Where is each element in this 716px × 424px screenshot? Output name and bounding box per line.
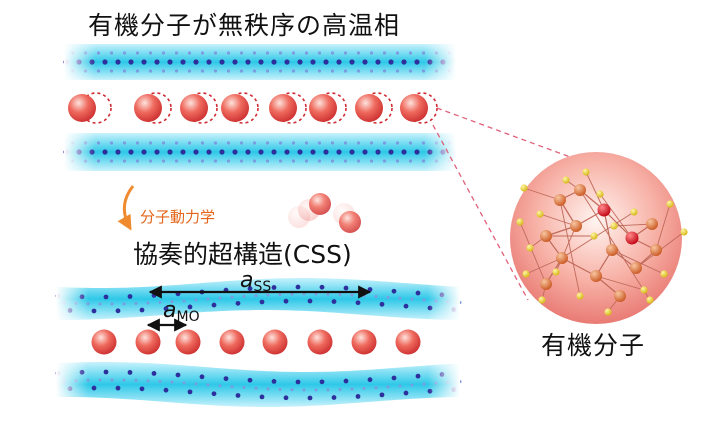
molecule-sphere	[134, 94, 162, 122]
molecule-sphere	[395, 329, 421, 355]
title-disordered-phase: 有機分子が無秩序の高温相	[88, 11, 401, 40]
hydrogen-atom	[552, 268, 560, 276]
molecule-sphere	[219, 329, 245, 355]
carbon-atom	[570, 220, 582, 232]
hydrogen-atom	[576, 292, 584, 300]
disorder-ring	[315, 92, 347, 124]
hydrogen-atom	[604, 308, 612, 316]
molecule-bond	[595, 275, 645, 291]
molecule-bond	[561, 211, 635, 259]
disorder-ring	[186, 92, 218, 124]
molecule-bond	[613, 223, 653, 227]
hydrogen-atom	[640, 286, 648, 294]
molecule-bond	[599, 193, 633, 239]
molecule-sphere	[355, 94, 383, 122]
molecule-bond	[585, 171, 605, 211]
hydrogen-atom	[582, 168, 590, 176]
molecule-sphere	[269, 94, 297, 122]
molecule-sphere	[400, 94, 428, 122]
core-atom	[625, 231, 639, 245]
hydrogen-atom	[610, 222, 618, 230]
disorder-ring	[361, 92, 393, 124]
disorder-ring	[80, 92, 112, 124]
carbon-atom	[614, 290, 626, 302]
molecule-sphere	[68, 94, 96, 122]
disordered-molecule-row	[68, 92, 438, 124]
molecule-sphere	[91, 329, 117, 355]
organic-molecule-zoom	[510, 152, 688, 324]
ss-spacing-label: aSS	[240, 268, 271, 295]
mo-spacing-label: aMO	[163, 298, 200, 325]
core-atom	[597, 203, 611, 217]
molecule-sphere	[180, 94, 208, 122]
hydrogen-atom	[538, 296, 546, 304]
disorder-ring	[275, 92, 307, 124]
carbon-atom	[590, 270, 602, 282]
molecule-sphere	[175, 329, 201, 355]
top-inorganic-layer-upper	[63, 44, 456, 80]
carbon-atom	[540, 278, 552, 290]
hydrogen-atom	[660, 270, 668, 278]
carbon-atom	[650, 244, 662, 256]
molecule-bond	[555, 225, 577, 273]
ordered-molecule-row	[91, 329, 421, 355]
hydrogen-atom	[666, 200, 674, 208]
hydrogen-atom	[630, 208, 638, 216]
hydrogen-atom	[522, 270, 530, 278]
carbon-atom	[540, 230, 552, 242]
molecule-sphere	[221, 94, 249, 122]
molecule-sphere	[307, 329, 333, 355]
molecule-bond	[603, 209, 613, 251]
hydrogen-atom	[562, 176, 570, 184]
molecule-bond	[655, 203, 671, 251]
carbon-atom	[606, 244, 618, 256]
hydrogen-atom	[596, 190, 604, 198]
molecule-sphere	[309, 94, 337, 122]
molecule-bond	[523, 187, 561, 201]
hydrogen-atom	[526, 244, 534, 252]
hydrogen-atom	[520, 184, 528, 192]
hydrogen-atom	[680, 228, 688, 236]
carbon-atom	[574, 184, 586, 196]
molecule-bond	[525, 257, 563, 275]
carbon-atom	[646, 218, 658, 230]
molecule-sphere	[135, 329, 161, 355]
moving-molecule-trail	[288, 193, 361, 233]
md-arrow	[117, 185, 135, 231]
molecule-bond	[539, 213, 577, 227]
molecule-bond	[603, 209, 633, 239]
molecule-bond	[561, 257, 597, 277]
molecule-bond	[559, 199, 581, 297]
carbon-atom	[556, 252, 568, 264]
phase-label-css: 協奏的超構造(CSS)	[133, 240, 352, 269]
hydrogen-atom	[590, 232, 598, 240]
top-inorganic-layer-lower	[63, 133, 456, 171]
organic-molecule-label: 有機分子	[541, 331, 646, 360]
molecule-bond	[519, 221, 547, 285]
molecule-sphere	[351, 329, 377, 355]
disorder-ring	[140, 92, 172, 124]
css-inorganic-layer-lower	[55, 362, 462, 410]
disorder-ring	[227, 92, 259, 124]
carbon-atom	[630, 262, 642, 274]
carbon-atom	[554, 194, 566, 206]
zoom-line-lower	[432, 124, 529, 301]
hydrogen-atom	[646, 296, 654, 304]
process-label-md: 分子動力学	[140, 208, 216, 226]
hydrogen-atom	[516, 218, 524, 226]
molecule-sphere	[262, 329, 288, 355]
hydrogen-atom	[536, 210, 544, 218]
